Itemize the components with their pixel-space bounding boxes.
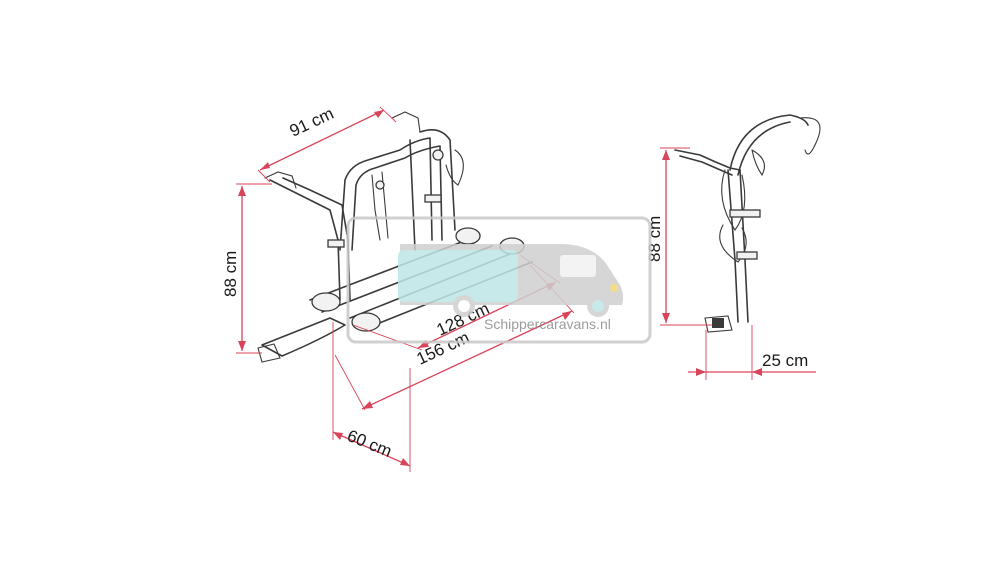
dimension-side-depth: 25 cm [688,325,816,380]
width-top-label: 91 cm [287,104,337,141]
watermark: Schippercaravans.nl [346,216,652,344]
side-depth-label: 25 cm [762,351,808,370]
watermark-vehicle-icon [398,244,624,317]
depth-bottom-label: 60 cm [345,426,395,461]
watermark-text: Schippercaravans.nl [484,316,611,332]
height-left-label: 88 cm [221,251,240,297]
watermark-frame [346,216,652,344]
bike-carrier-side-drawing [674,114,821,333]
dimension-width-top: 91 cm [257,104,397,183]
dimension-side-height: 88 cm [645,147,712,326]
dimension-depth-bottom: 60 cm [332,322,411,472]
dimension-height-left: 88 cm [221,183,272,354]
